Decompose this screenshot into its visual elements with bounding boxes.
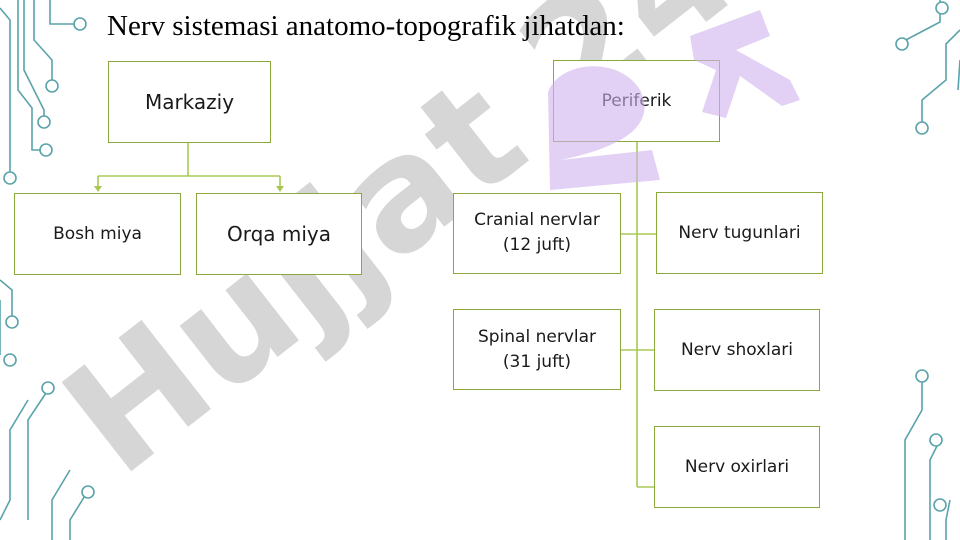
box-nerv-shoxlari: Nerv shoxlari [654, 309, 820, 391]
box-label-line1: Spinal nervlar [477, 326, 597, 347]
box-label: Bosh miya [53, 223, 142, 244]
box-spinal-nervlar: Spinal nervlar (31 juft) [453, 309, 621, 390]
box-label: Orqa miya [226, 221, 332, 246]
slide-title: Nerv sistemasi anatomo-topografik jihatd… [107, 10, 625, 42]
box-nerv-oxirlari: Nerv oxirlari [654, 426, 820, 508]
box-label: Nerv oxirlari [684, 456, 790, 477]
box-label: Nerv shoxlari [680, 339, 794, 360]
box-bosh-miya: Bosh miya [14, 193, 181, 275]
box-label: Markaziy [144, 89, 235, 114]
arrowhead [276, 186, 284, 192]
box-cranial-nervlar: Cranial nervlar (12 juft) [453, 193, 621, 274]
box-label: Periferik [601, 91, 672, 111]
box-markaziy: Markaziy [108, 61, 271, 143]
box-label-line2: (31 juft) [502, 351, 572, 372]
box-orqa-miya: Orqa miya [196, 193, 362, 275]
box-nerv-tugunlari: Nerv tugunlari [656, 192, 823, 274]
box-label-line1: Cranial nervlar [474, 210, 600, 230]
box-label: Nerv tugunlari [678, 222, 801, 243]
box-periferik: Periferik [553, 60, 720, 142]
box-label-line2: (12 juft) [502, 234, 572, 255]
arrowhead [94, 186, 102, 192]
